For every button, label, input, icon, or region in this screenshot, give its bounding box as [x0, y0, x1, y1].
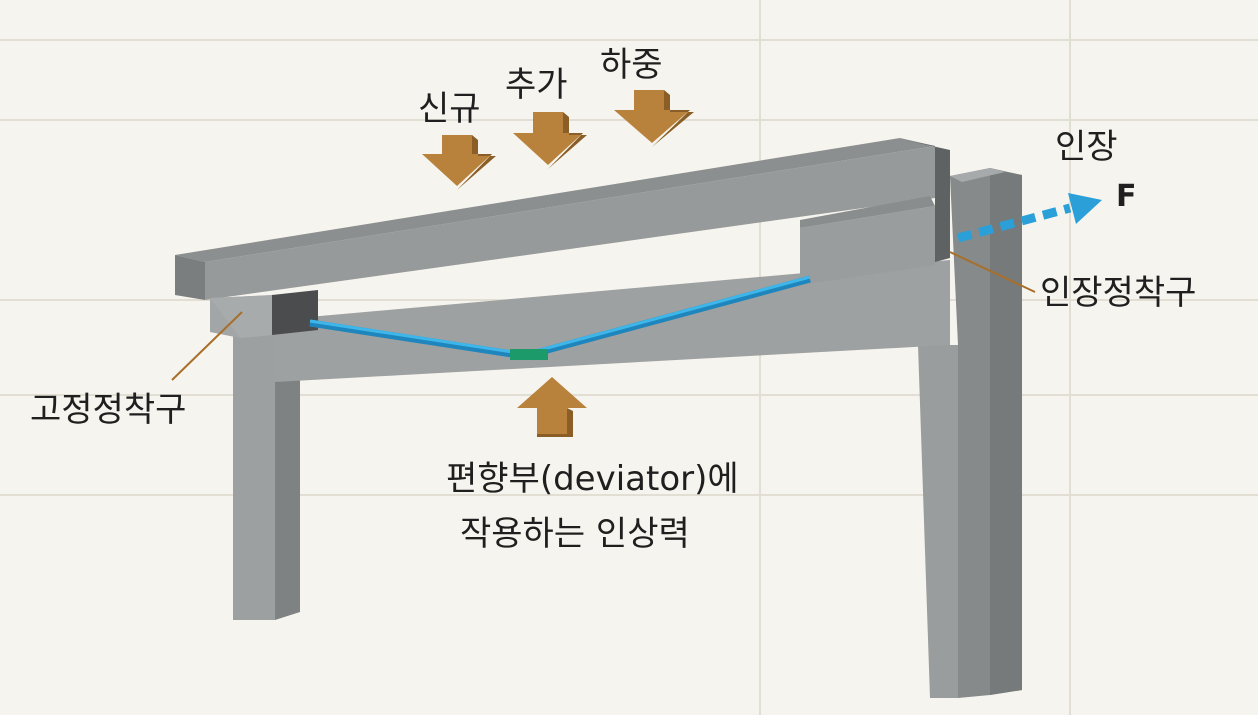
left-column: [233, 318, 300, 620]
fixed-anchor-label: 고정정착구: [30, 390, 187, 430]
tension-anchor-leader-line: [949, 251, 1036, 293]
load-arrow-2: [513, 112, 587, 169]
right-column: [918, 168, 1022, 698]
tension-label: 인장: [1055, 127, 1118, 167]
load-label-word2: 추가: [505, 65, 568, 105]
fixed-anchor-leader-line: [171, 311, 243, 381]
deviator-label-line1: 편향부(deviator)에: [446, 459, 739, 499]
deviator-block: [510, 349, 548, 360]
fixed-anchor-block: [210, 290, 318, 338]
tension-anchor-block: [905, 140, 950, 262]
force-label: F: [1116, 179, 1137, 214]
beam-flange: [175, 138, 935, 300]
upward-force-arrow: [517, 377, 587, 437]
tension-side-haunch: [800, 196, 935, 285]
load-label-word1: 신규: [418, 89, 481, 129]
load-label-word3: 하중: [600, 45, 663, 85]
load-arrow-3: [614, 90, 694, 147]
tension-force-arrow: [956, 193, 1102, 243]
deviator-label-line2: 작용하는 인상력: [460, 514, 690, 554]
tension-anchor-label: 인장정착구: [1040, 273, 1197, 313]
load-arrow-1: [422, 135, 496, 190]
